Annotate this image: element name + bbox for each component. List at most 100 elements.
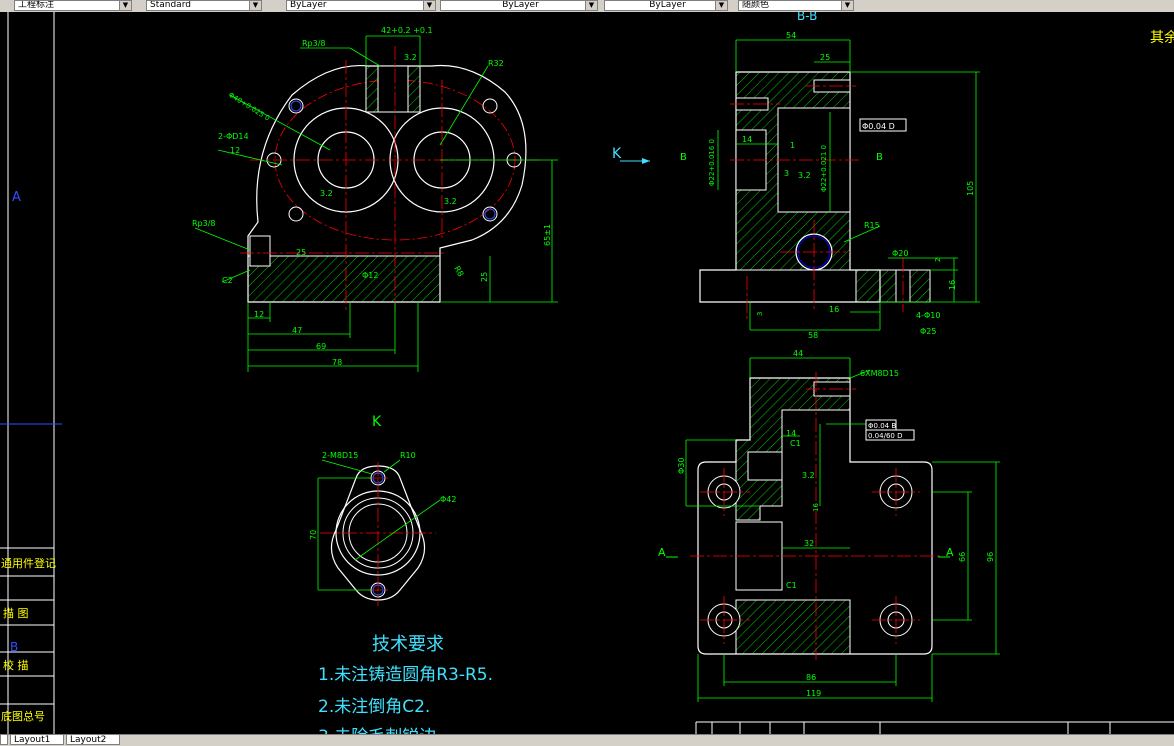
chevron-down-icon[interactable]: ▼ [249,1,261,10]
view-k-arrow-label: K [612,146,622,162]
dim-a-32: 3.2 [802,471,815,480]
dim-65: 65±1 [543,224,552,246]
layer-select[interactable]: ByLayer ▼ [286,0,436,11]
dim-r8: R8 [452,265,465,279]
dim-119: 119 [806,689,821,698]
dim-2m8: 2-M8D15 [322,451,358,460]
check-label: 校 描 [3,658,29,672]
chevron-down-icon[interactable]: ▼ [585,1,597,10]
section-mark-b-left: B [680,152,687,163]
dim-a-16: 16 [812,503,820,512]
workspace-value: 工程标注 [18,0,55,10]
tol-a1: Φ0.04 B [868,422,896,430]
record-label: 通用件登记 [1,556,56,570]
dim-bb-phi22: Φ22+0.016 0 [708,139,716,186]
workspace-select[interactable]: 工程标注 ▼ [14,0,132,11]
dim-12a: 12 [230,146,240,155]
title-block-border [0,12,62,734]
chevron-down-icon[interactable]: ▼ [715,1,727,10]
dim-r10: R10 [400,451,416,460]
other-roughness-label: 其余 [1150,29,1174,46]
dim-78: 78 [332,358,342,367]
dim-bb-phi25: Φ22+0.021 0 [820,145,828,192]
dim-54: 54 [786,31,796,40]
section-mark-a-left: A [658,546,666,559]
tech-notes-title: 技术要求 [372,634,444,655]
plotstyle-select[interactable]: 随颜色 ▼ [738,0,854,11]
dim-32a: 3.2 [404,53,417,62]
dim-r15: R15 [864,221,880,230]
dim-32b: 3.2 [320,189,333,198]
dim-bb-3b: 3 [756,312,764,316]
view-k: K 2-M8D15 R10 Φ42 70 [309,414,456,606]
dim-a-c1: C1 [790,439,801,448]
dim-86: 86 [806,673,816,682]
front-view: 42+0.2 +0.1 Rp3/8 3.2 R32 Φ40+0.025 0 2-… [192,26,558,372]
section-bb-label: B-B [797,12,817,23]
tab-layout1[interactable]: Layout1 [10,735,64,745]
dim-6m8: 6XM8D15 [860,369,899,378]
dim-66: 66 [958,552,967,562]
tol-phi004: Φ0.04 D [862,122,895,131]
dim-phi25b: Φ25 [920,327,936,336]
dim-a-c1b: C1 [786,581,797,590]
base-no-label: 底图总号 [1,709,45,723]
model-space-canvas[interactable]: A B 通用件登记 描 图 校 描 底图总号 [0,12,1174,734]
dim-25: 25 [296,248,306,257]
chevron-down-icon[interactable]: ▼ [423,1,435,10]
dim-58: 58 [808,331,818,340]
dim-25b: 25 [480,272,489,282]
model-tab[interactable] [0,735,8,745]
dim-a-14: 14 [786,429,796,438]
tech-note-3: 3.去除毛刺锐边 [318,722,436,734]
dim-bb-1: 1 [790,141,795,150]
dim-bb-2: 2 [934,258,942,262]
section-mark-b-right: B [876,152,883,163]
dim-2phi14: 2-ΦD14 [218,132,249,141]
dim-phi30: Φ30 [677,458,686,474]
dim-phi12: Φ12 [362,271,378,280]
dim-bb-32: 3.2 [798,171,811,180]
dim-phi40: Φ40+0.025 0 [227,91,271,123]
dimstyle-select[interactable]: Standard ▼ [146,0,262,11]
grid-label-b: B [10,640,18,654]
dim-rp38: Rp3/8 [302,39,326,48]
dim-32c: 3.2 [444,197,457,206]
dim-phi42: Φ42 [440,495,456,504]
dim-12b: 12 [254,310,264,319]
view-a: Φ0.04 B 0.04/60 D 44 6XM8D15 14 C1 Φ30 3… [658,349,1000,702]
layout-tab-bar: Layout1 Layout2 [0,734,1174,746]
lineweight-select[interactable]: ByLayer ▼ [604,0,728,11]
dim-rp38b: Rp3/8 [192,219,216,228]
dim-r32: R32 [488,59,504,68]
dim-bb-16b: 16 [829,305,839,314]
lineweight-value: ByLayer [649,0,686,10]
dim-44: 44 [793,349,803,358]
bottom-title-block [695,721,1174,734]
dim-a-32b: 32 [804,539,814,548]
dimstyle-value: Standard [150,0,191,10]
dim-42: 42+0.2 +0.1 [381,26,433,35]
view-k-label: K [372,414,382,430]
chevron-down-icon[interactable]: ▼ [119,1,131,10]
dim-47: 47 [292,326,302,335]
cad-drawing: A B 通用件登记 描 图 校 描 底图总号 [0,12,1174,734]
plotstyle-value: 随颜色 [742,0,770,10]
drawing-label: 描 图 [3,606,29,620]
tol-a2: 0.04/60 D [868,432,902,440]
tab-layout2[interactable]: Layout2 [66,735,120,745]
dim-bb-3: 3 [784,169,789,178]
dim-bb-25: 25 [820,53,830,62]
property-toolbar: 工程标注 ▼ Standard ▼ ByLayer ▼ ByLayer ▼ ByLaye… [0,0,1174,13]
linetype-value: ByLayer [502,0,539,10]
grid-label-a: A [12,190,21,205]
dim-69: 69 [316,342,326,351]
linetype-select[interactable]: ByLayer ▼ [440,0,598,11]
dim-4phi10: 4-Φ10 [916,311,940,320]
chevron-down-icon[interactable]: ▼ [841,1,853,10]
dim-phi20: Φ20 [892,249,908,258]
dim-bb-14: 14 [742,135,752,144]
layer-value: ByLayer [290,0,327,10]
dim-c2: C2 [222,276,233,285]
dim-96: 96 [986,552,995,562]
